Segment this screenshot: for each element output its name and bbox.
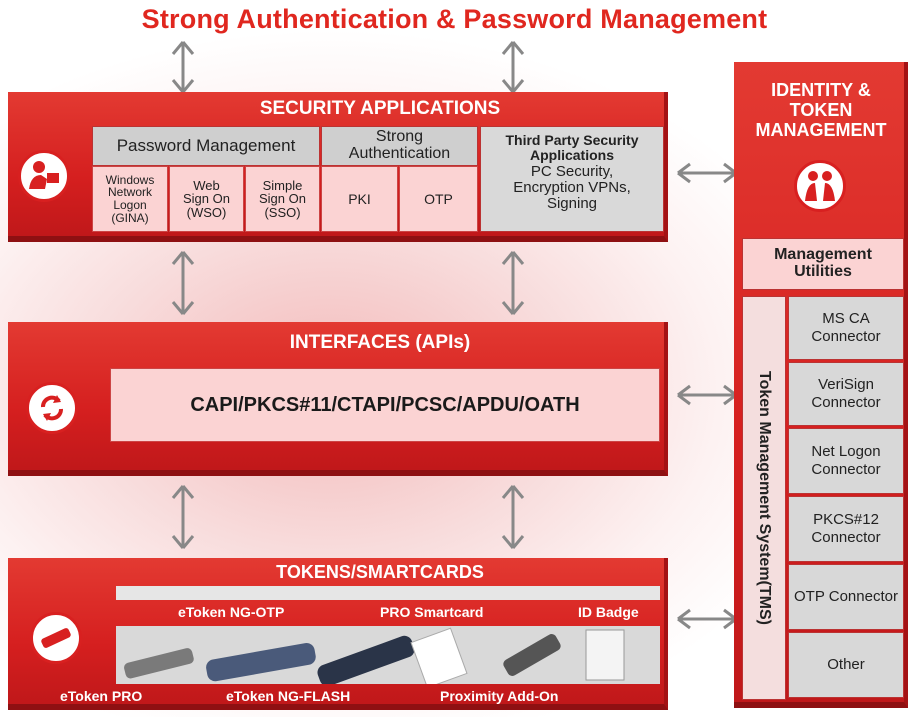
tms-label: Token Management System(TMS) (756, 371, 773, 625)
tokens-title: TOKENS/SMARTCARDS (276, 562, 484, 582)
pro-smartcard-label: PRO Smartcard (380, 604, 484, 620)
tokens-strip (116, 586, 660, 600)
password-management-header: Password Management (92, 126, 320, 166)
ms-ca-connector: MS CA Connector (788, 296, 904, 360)
verisign-connector: VeriSign Connector (788, 362, 904, 426)
interfaces-title: INTERFACES (APIs) (289, 332, 471, 353)
horizontal-arrow-icon (677, 608, 737, 630)
gina-box: Windows Network Logon (GINA) (92, 166, 168, 232)
tms-box: Token Management System(TMS) (742, 296, 786, 700)
pkcs12-connector: PKCS#12 Connector (788, 496, 904, 562)
pki-box: PKI (321, 166, 398, 232)
third-party-title: Third Party Security Applications (505, 132, 639, 163)
people-icon (794, 160, 846, 212)
management-utilities-box: Management Utilities (742, 238, 904, 290)
otp-connector: OTP Connector (788, 564, 904, 630)
other-connector: Other (788, 632, 904, 698)
security-applications-title: SECURITY APPLICATIONS (259, 98, 501, 119)
api-list-box: CAPI/PKCS#11/CTAPI/PCSC/APDU/OATH (110, 368, 660, 442)
identity-title-line1: IDENTITY & (771, 80, 871, 100)
horizontal-arrow-icon (677, 384, 737, 406)
identity-title-line3: MANAGEMENT (755, 120, 887, 141)
vertical-arrow-icon (501, 251, 525, 315)
otp-box: OTP (399, 166, 478, 232)
usb-token-icon (30, 612, 82, 664)
etoken-pro-label: eToken PRO (60, 688, 143, 704)
net-logon-connector: Net Logon Connector (788, 428, 904, 494)
vertical-arrow-icon (501, 41, 525, 93)
wso-box: Web Sign On (WSO) (169, 166, 244, 232)
identity-title-line2: TOKEN (789, 100, 853, 121)
page-title: Strong Authentication & Password Managem… (141, 4, 768, 34)
third-party-box: Third Party Security Applications PC Sec… (480, 126, 664, 232)
user-computer-icon (18, 150, 70, 202)
proximity-add-on-label: Proximity Add-On (440, 688, 559, 704)
refresh-icon (26, 382, 78, 434)
vertical-arrow-icon (171, 251, 195, 315)
vertical-arrow-icon (501, 485, 525, 549)
third-party-items: PC Security, Encryption VPNs, Signing (513, 163, 631, 212)
etoken-ng-flash-label: eToken NG-FLASH (226, 688, 351, 704)
vertical-arrow-icon (171, 485, 195, 549)
vertical-arrow-icon (171, 41, 195, 93)
id-badge-label: ID Badge (578, 604, 639, 620)
horizontal-arrow-icon (677, 162, 737, 184)
strong-authentication-header: Strong Authentication (321, 126, 478, 166)
tokens-image-area (116, 626, 660, 689)
sso-box: Simple Sign On (SSO) (245, 166, 320, 232)
identity-management-title: IDENTITY & TOKEN MANAGEMENT (738, 80, 904, 140)
etoken-ng-otp-label: eToken NG-OTP (178, 604, 285, 620)
